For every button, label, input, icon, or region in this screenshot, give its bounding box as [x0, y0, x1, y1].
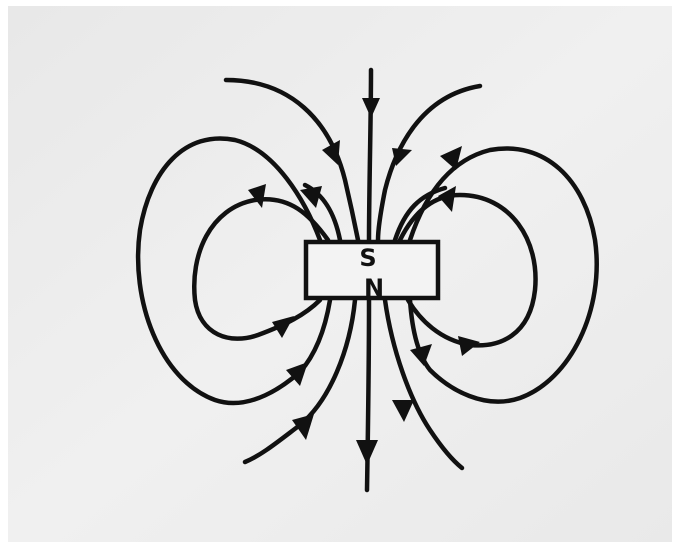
pole-label-south: S — [359, 244, 376, 272]
pole-label-north: N — [364, 274, 384, 302]
bar-magnet: S N — [306, 242, 438, 302]
